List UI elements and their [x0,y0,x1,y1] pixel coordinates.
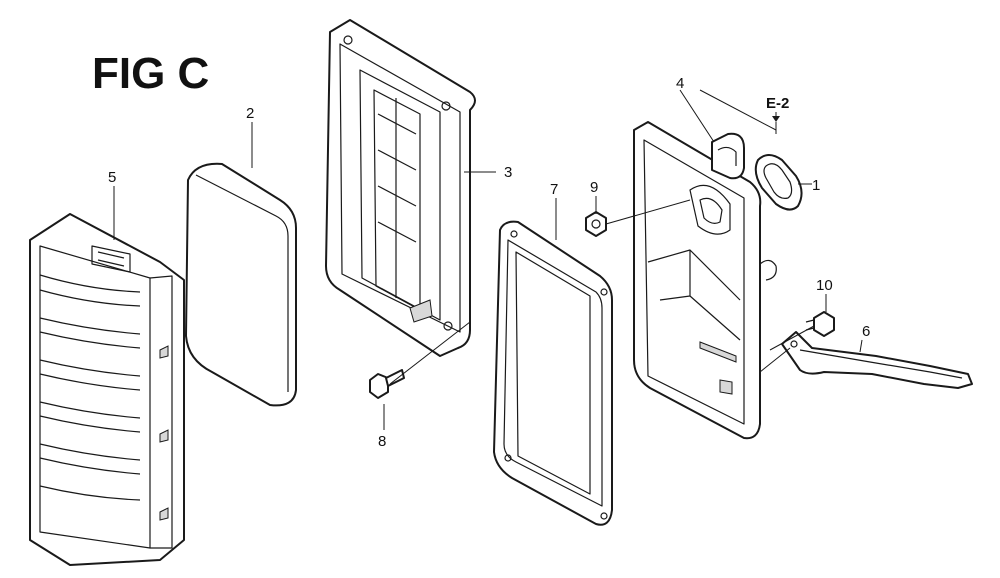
callout-2: 2 [246,105,254,122]
callout-7: 7 [550,181,558,198]
callout-6: 6 [862,323,870,340]
leader-lines [113,89,863,430]
callout-3: 3 [504,164,512,181]
callout-10: 10 [816,277,833,294]
callout-labels: 1 2 3 4 5 6 7 8 9 10 [108,75,870,450]
elbow-base-icon [633,121,762,440]
callout-5: 5 [108,169,116,186]
nut-icon [585,211,607,237]
reference-label: E-2 [766,95,789,112]
air-cleaner-cover-icon [29,213,185,566]
flange-bolt-icon [805,311,835,337]
gasket-icon [493,220,613,526]
callout-1: 1 [812,177,820,194]
breather-tube-icon [711,132,777,281]
bolt-icon [369,369,405,399]
arrow-head-icon [772,116,780,122]
cross-reference: E-2 [766,95,789,122]
stay-bracket-icon [781,331,973,389]
small-gasket-icon [754,154,803,211]
callout-4: 4 [676,75,684,92]
callout-9: 9 [590,179,598,196]
air-cleaner-case-icon [325,19,476,357]
callout-8: 8 [378,433,386,450]
filter-element-icon [185,162,297,407]
figure-title: FIG C [92,49,209,98]
